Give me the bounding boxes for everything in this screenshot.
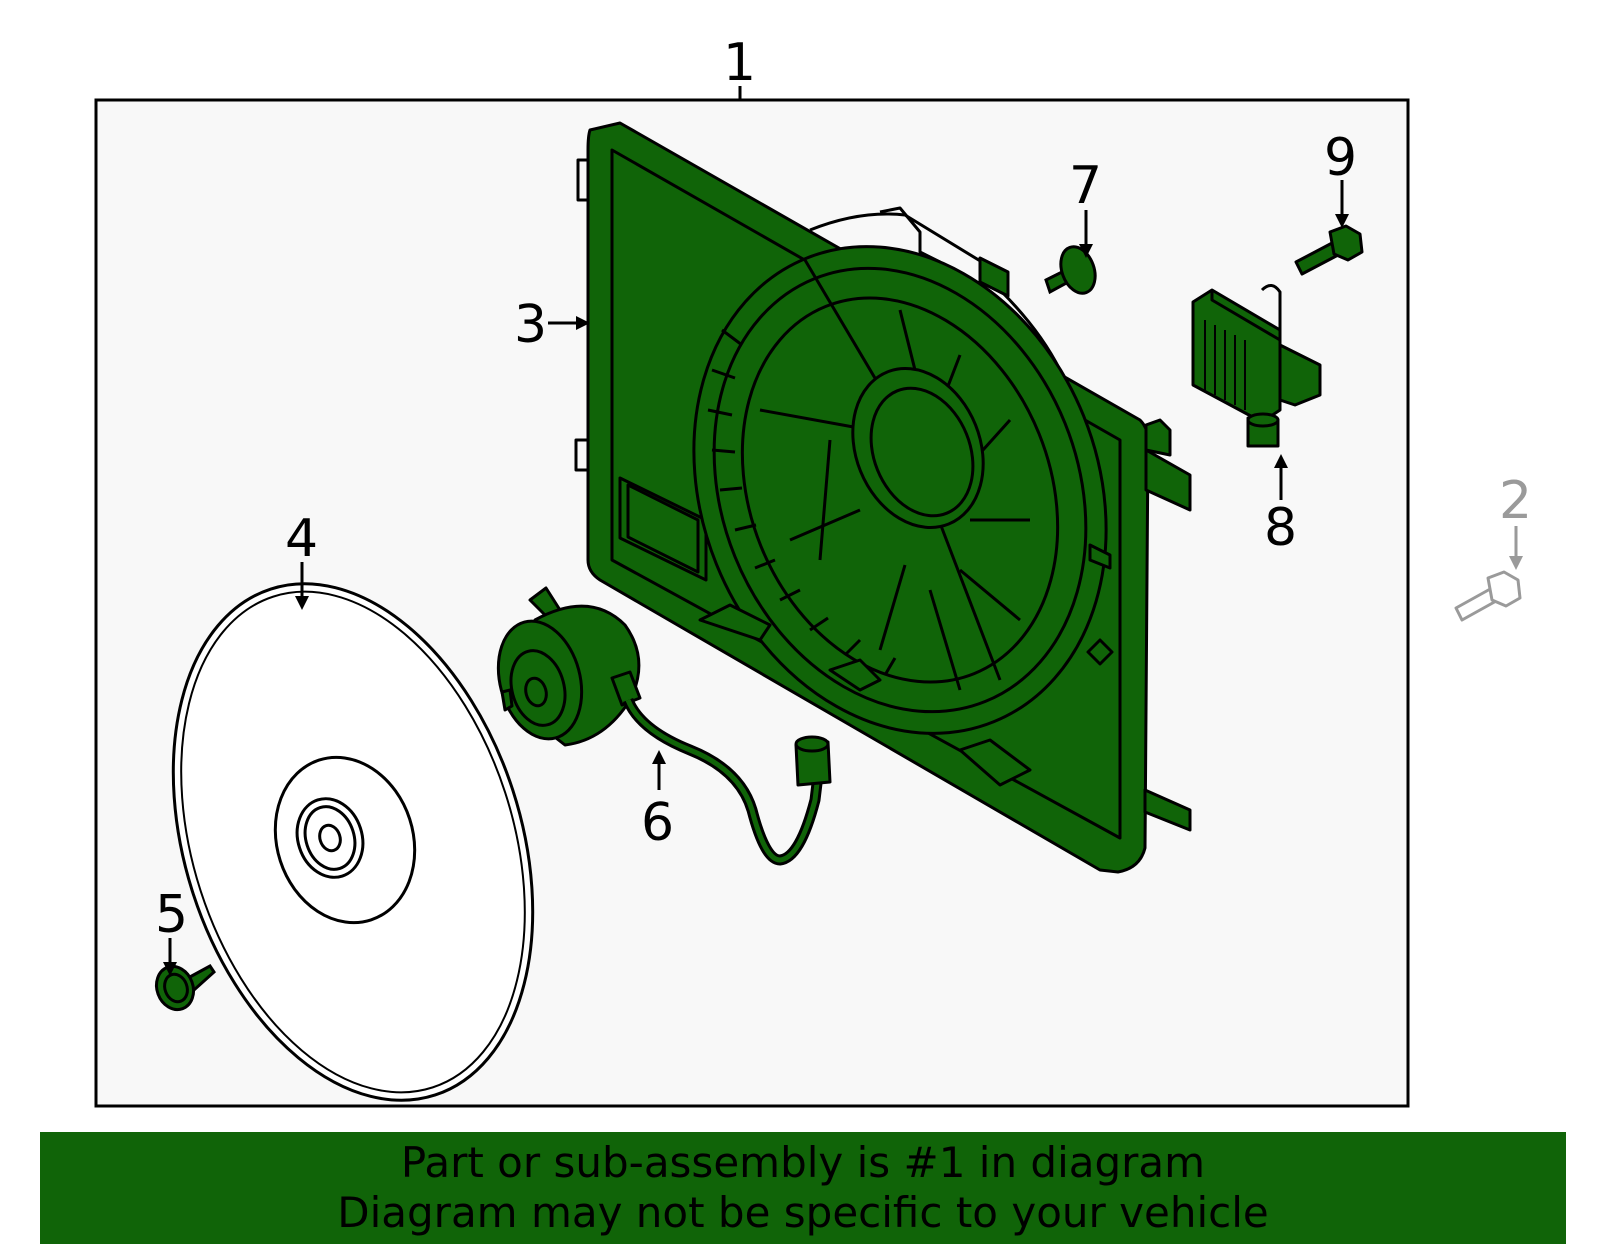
callout-2-leader xyxy=(1509,526,1523,570)
bolt-part-5[interactable] xyxy=(151,961,216,1015)
parts-diagram: 1 3 4 5 6 7 8 9 2 xyxy=(94,33,1532,1130)
callout-5[interactable]: 5 xyxy=(155,885,188,945)
callout-2[interactable]: 2 xyxy=(1499,471,1532,531)
banner-line-2: Diagram may not be specific to your vehi… xyxy=(337,1188,1269,1237)
callout-7[interactable]: 7 xyxy=(1069,156,1102,216)
fan-shroud-part[interactable] xyxy=(574,121,1192,874)
callout-6[interactable]: 6 xyxy=(641,793,674,853)
resistor-module-part[interactable] xyxy=(1191,284,1322,448)
callout-8[interactable]: 8 xyxy=(1264,498,1297,558)
callout-leaders xyxy=(163,180,1349,976)
callout-1[interactable]: 1 xyxy=(723,33,756,93)
banner-line-1: Part or sub-assembly is #1 in diagram xyxy=(400,1138,1206,1187)
callout-3[interactable]: 3 xyxy=(514,295,547,355)
callout-9[interactable]: 9 xyxy=(1324,128,1357,188)
info-banner: Part or sub-assembly is #1 in diagram Di… xyxy=(40,1132,1566,1244)
clip-part-7[interactable] xyxy=(1044,242,1101,298)
bolt-part-2[interactable] xyxy=(1454,570,1522,622)
fan-motor-part[interactable] xyxy=(486,586,832,866)
bolt-part-9[interactable] xyxy=(1294,224,1364,276)
fan-blade-part[interactable] xyxy=(111,537,595,1130)
callout-4[interactable]: 4 xyxy=(285,509,318,569)
